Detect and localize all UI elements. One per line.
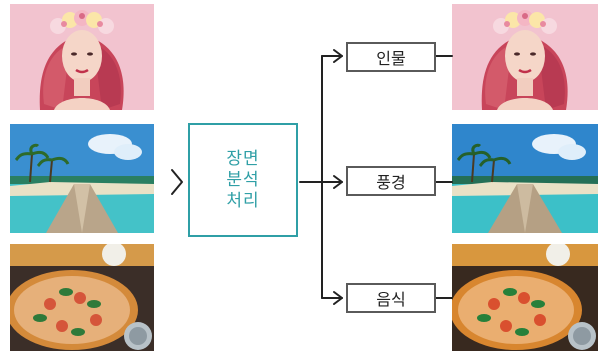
category-label-food: 음식 (346, 283, 436, 313)
output-photo-landscape (452, 124, 598, 233)
input-photo-portrait (10, 4, 154, 110)
branch-arrow-icon (333, 49, 343, 63)
process-label-line: 분석 (226, 169, 260, 190)
output-photo-food (452, 244, 598, 351)
output-photo-portrait (452, 4, 598, 110)
input-photo-food (10, 244, 154, 351)
process-label-line: 처리 (226, 190, 260, 211)
branch-arrow-icon (333, 175, 343, 189)
branch-arrow-icon (333, 291, 343, 305)
category-label-landscape: 풍경 (346, 166, 436, 196)
process-label-line: 장면 (226, 148, 260, 169)
scene-analysis-box: 장면 분석 처리 (188, 123, 298, 237)
category-label-portrait: 인물 (346, 42, 436, 72)
input-arrow-icon (171, 169, 183, 195)
input-photo-landscape (10, 124, 154, 233)
